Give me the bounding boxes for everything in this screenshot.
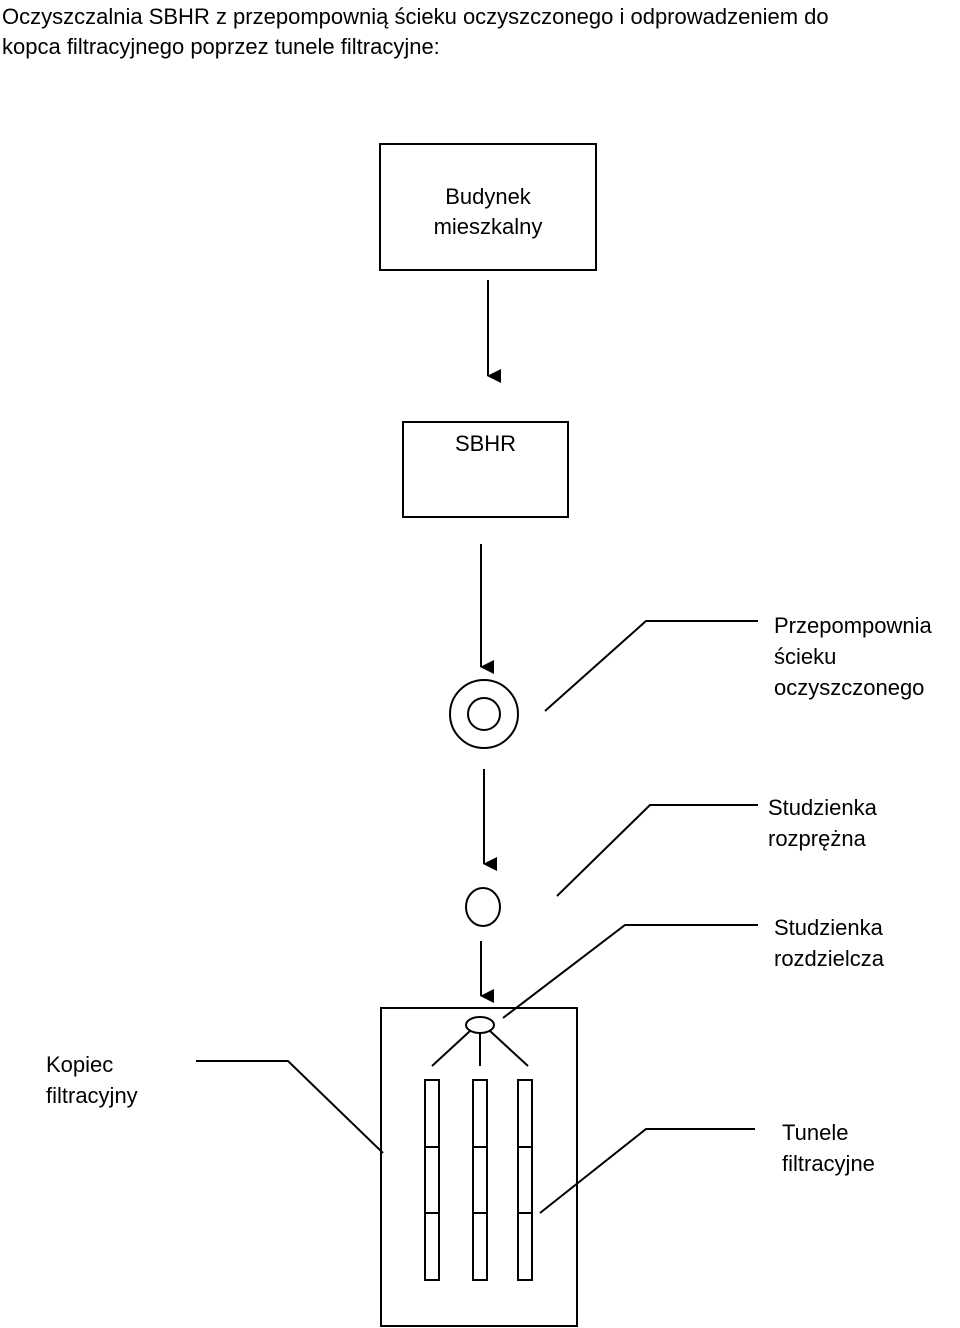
distribution-well-note: Studzienka rozdzielcza xyxy=(774,912,884,974)
expansion-well-symbol xyxy=(465,887,501,927)
pumping-station-note-line-1: Przepompownia xyxy=(774,613,932,638)
distribution-well-note-line-1: Studzienka xyxy=(774,915,883,940)
distribution-pipe-left xyxy=(431,1030,471,1067)
callout-line-expansion-well xyxy=(556,804,758,897)
residential-building-label: Budynek mieszkalny xyxy=(380,182,596,242)
filtration-mound-note: Kopiec filtracyjny xyxy=(46,1049,138,1111)
title-line-1: Oczyszczalnia SBHR z przepompownią ściek… xyxy=(2,4,829,29)
sbhr-label-text: SBHR xyxy=(454,431,517,456)
expansion-well-note: Studzienka rozprężna xyxy=(768,792,877,854)
distribution-well-symbol xyxy=(465,1016,495,1034)
filtration-mound-note-line-2: filtracyjny xyxy=(46,1083,138,1108)
filtration-tunnels-note-line-2: filtracyjne xyxy=(782,1151,875,1176)
filtration-tunnel-right xyxy=(517,1079,533,1281)
expansion-well-note-line-1: Studzienka xyxy=(768,795,877,820)
sbhr-label: SBHR xyxy=(403,429,568,459)
title-line-2: kopca filtracyjnego poprzez tunele filtr… xyxy=(2,34,440,59)
callout-line-distribution-well xyxy=(502,924,758,1019)
callout-line-filtration-tunnels xyxy=(539,1128,755,1214)
expansion-well-note-line-2: rozprężna xyxy=(768,826,866,851)
callout-line-pumping-station xyxy=(544,620,758,712)
pumping-station-symbol xyxy=(449,679,519,749)
residential-building-label-line-1: Budynek xyxy=(445,184,531,209)
diagram-title: Oczyszczalnia SBHR z przepompownią ściek… xyxy=(2,2,957,62)
filtration-tunnels-note: Tunele filtracyjne xyxy=(782,1117,875,1179)
sbhr-box xyxy=(402,421,569,518)
residential-building-label-line-2: mieszkalny xyxy=(433,214,543,239)
filtration-mound-note-line-1: Kopiec xyxy=(46,1052,114,1077)
filtration-tunnel-center xyxy=(472,1079,488,1281)
pumping-station-note-line-3: oczyszczonego xyxy=(774,675,925,700)
pumping-station-note: Przepompownia ścieku oczyszczonego xyxy=(774,610,932,703)
pumping-station-note-line-2: ścieku xyxy=(774,644,837,669)
residential-building-box xyxy=(379,143,597,271)
filtration-tunnel-left xyxy=(424,1079,440,1281)
distribution-well-note-line-2: rozdzielcza xyxy=(774,946,885,971)
callout-line-filtration-mound xyxy=(196,1060,384,1154)
filtration-tunnels-note-line-1: Tunele xyxy=(782,1120,849,1145)
distribution-pipe-right xyxy=(489,1030,529,1067)
